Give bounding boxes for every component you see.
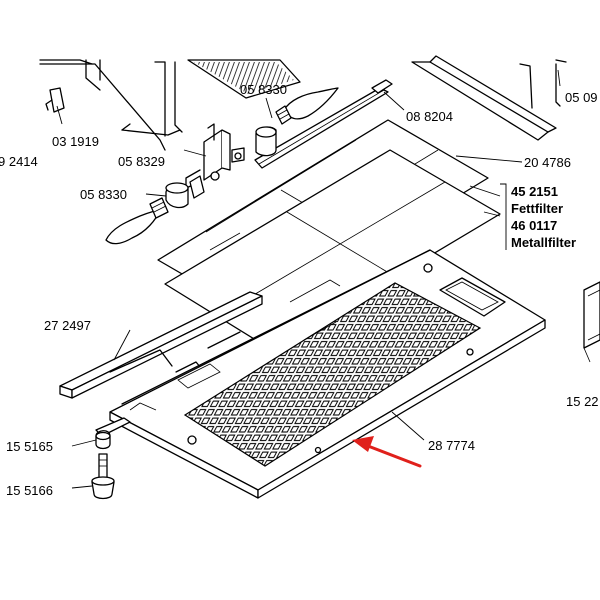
label-05-8329: 05 8329 — [118, 154, 165, 169]
filter-knob — [91, 453, 115, 500]
label-45-2151: 45 2151 — [511, 184, 558, 199]
vent-panel — [187, 59, 301, 99]
label-03-1919: 03 1919 — [52, 134, 99, 149]
socket-holder-upper — [255, 126, 277, 157]
clip-part — [45, 87, 65, 113]
label-15-5166: 15 5166 — [6, 483, 53, 498]
label-15-5165: 15 5165 — [6, 439, 53, 454]
label-05-09: 05 09 — [565, 90, 598, 105]
label-15-22: 15 22 — [566, 394, 599, 409]
label-fettfilter: Fettfilter — [511, 201, 563, 216]
label-08-8204: 08 8204 — [406, 109, 453, 124]
label-20-4786: 20 4786 — [524, 155, 571, 170]
mounting-rail — [411, 55, 567, 141]
label-metallfilter: Metallfilter — [511, 235, 576, 250]
leader-lines — [56, 69, 561, 489]
label-27-2497: 27 2497 — [44, 318, 91, 333]
part-labels: 03 1919 05 8330 05 8329 05 8330 08 8204 … — [0, 82, 599, 498]
label-05-8330-lower: 05 8330 — [80, 187, 127, 202]
filter-frame — [109, 249, 546, 499]
lower-bulb — [105, 197, 169, 245]
label-05-8330-upper: 05 8330 — [240, 82, 287, 97]
red-arrow-indicator — [352, 436, 422, 468]
label-28-7774: 28 7774 — [428, 438, 475, 453]
lamp-bracket — [185, 123, 245, 199]
label-46-0117: 46 0117 — [511, 218, 557, 233]
label-9-2414: 9 2414 — [0, 154, 38, 169]
lower-socket — [165, 182, 189, 209]
housing-corner — [39, 59, 183, 151]
light-rod — [254, 79, 393, 169]
right-edge-part — [583, 281, 600, 363]
filter-latch — [95, 417, 131, 450]
upper-bulb — [275, 87, 339, 125]
